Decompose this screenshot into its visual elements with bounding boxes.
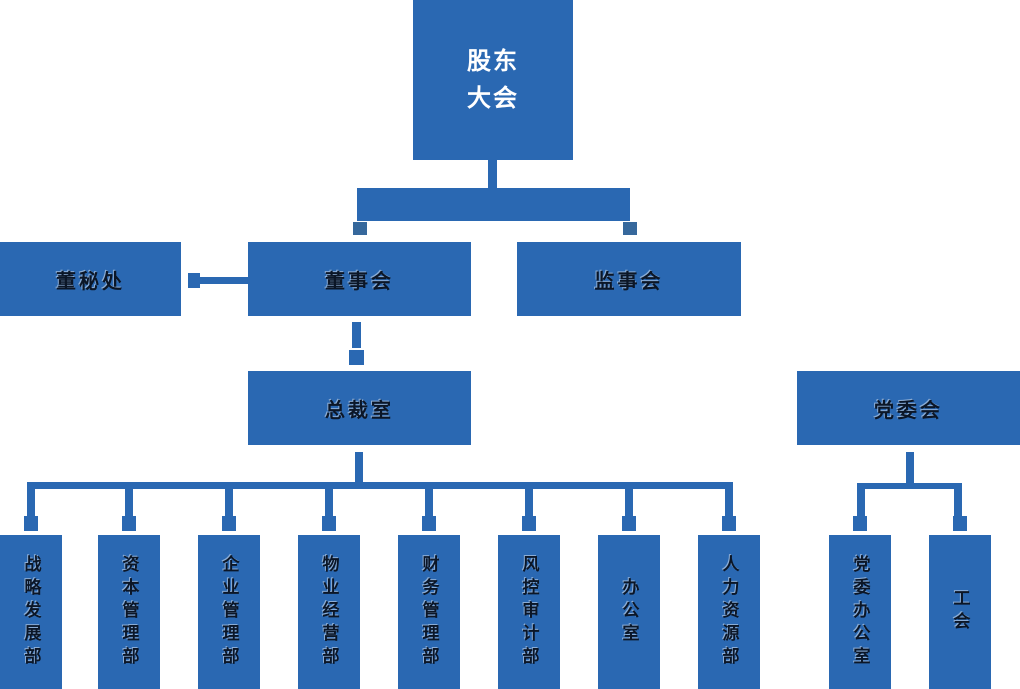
connector-party-drop-2 <box>954 489 962 516</box>
node-supervisory-board: 监事会 <box>517 242 741 316</box>
connector-square-dept-3 <box>222 516 236 531</box>
connector-party-stem <box>906 452 914 483</box>
connector-root-stem <box>488 160 497 190</box>
connector-president-stem <box>355 452 363 483</box>
connector-square-dept-6 <box>522 516 536 531</box>
connector-square-dept-1 <box>24 516 38 531</box>
node-dept-risk-audit: 风控审计部 <box>498 535 560 689</box>
node-dept-office: 办公室 <box>598 535 660 689</box>
node-label: 党委办公室 <box>849 554 870 670</box>
connector-square-board-secretary <box>188 273 200 288</box>
node-dept-human-resources: 人力资源部 <box>698 535 760 689</box>
connector-square-dept-2 <box>122 516 136 531</box>
connector-drop-5 <box>425 489 433 516</box>
node-label: 股东 大会 <box>467 43 519 117</box>
connector-square-party-dept-1 <box>853 516 867 531</box>
node-board-secretary: 董秘处 <box>0 242 181 316</box>
connector-square-dept-5 <box>422 516 436 531</box>
node-dept-capital-management: 资本管理部 <box>98 535 160 689</box>
node-label: 风控审计部 <box>518 554 539 670</box>
connector-square-party-dept-2 <box>953 516 967 531</box>
connector-drop-3 <box>225 489 233 516</box>
node-label-line2: 大会 <box>467 84 519 112</box>
connector-square-dept-7 <box>622 516 636 531</box>
node-label: 董秘处 <box>56 268 125 293</box>
connector-drop-2 <box>125 489 133 516</box>
node-dept-financial-management: 财务管理部 <box>398 535 460 689</box>
node-label: 资本管理部 <box>118 554 139 670</box>
node-dept-party-committee-office: 党委办公室 <box>829 535 891 689</box>
node-label: 企业管理部 <box>218 554 239 670</box>
connector-board-president-stem <box>352 322 361 348</box>
connector-square-president <box>349 350 364 365</box>
connector-drop-1 <box>27 489 35 516</box>
node-label: 工会 <box>949 589 970 635</box>
node-dept-property-operations: 物业经营部 <box>298 535 360 689</box>
node-label: 物业经营部 <box>318 554 339 670</box>
node-label: 战略发展部 <box>20 554 41 670</box>
node-label: 董事会 <box>325 268 394 293</box>
node-label: 总裁室 <box>325 397 394 422</box>
node-label: 党委会 <box>874 397 943 422</box>
node-dept-enterprise-management: 企业管理部 <box>198 535 260 689</box>
node-dept-strategic-development: 战略发展部 <box>0 535 62 689</box>
node-label: 监事会 <box>594 268 664 293</box>
node-label: 财务管理部 <box>418 554 439 670</box>
node-board-of-directors: 董事会 <box>248 242 471 316</box>
node-label-line1: 股东 <box>467 47 519 75</box>
connector-root-bar <box>357 188 630 221</box>
connector-board-secretary-line <box>200 277 248 284</box>
connector-drop-8 <box>725 489 733 516</box>
connector-square-dept-4 <box>322 516 336 531</box>
connector-party-drop-1 <box>857 489 865 516</box>
connector-drop-6 <box>525 489 533 516</box>
node-label: 人力资源部 <box>718 554 739 670</box>
node-dept-labor-union: 工会 <box>929 535 991 689</box>
connector-party-bar <box>857 483 962 489</box>
node-party-committee: 党委会 <box>797 371 1020 445</box>
connector-departments-bar <box>27 482 733 489</box>
node-president-office: 总裁室 <box>248 371 471 445</box>
connector-square-supervisory <box>623 222 637 235</box>
connector-square-dept-8 <box>722 516 736 531</box>
connector-drop-7 <box>625 489 633 516</box>
connector-drop-4 <box>325 489 333 516</box>
node-shareholders-meeting: 股东 大会 <box>413 0 573 160</box>
connector-square-board <box>353 222 367 235</box>
node-label: 办公室 <box>618 577 639 647</box>
